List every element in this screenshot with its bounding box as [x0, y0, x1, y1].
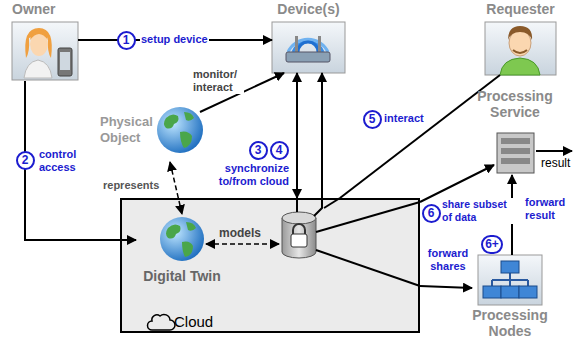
edge-label: represents — [102, 179, 160, 192]
callout-number: 1 — [117, 31, 136, 50]
cloud-internal-wire — [297, 198, 420, 286]
edge-label: forward shares — [422, 247, 474, 273]
edge-label: forward result — [524, 196, 578, 222]
edge-label: synchronize to/from cloud — [206, 162, 290, 188]
node-label: Cloud — [174, 314, 213, 330]
requester-icon — [485, 22, 556, 75]
globe-physical — [157, 107, 203, 153]
models-link — [206, 243, 279, 245]
node-label: Physical Object — [100, 114, 158, 146]
cloud-region: Cloud Digital Twin — [120, 198, 420, 333]
connector — [321, 73, 323, 198]
globe-digital — [160, 217, 204, 261]
callout-number: 6 — [422, 204, 441, 223]
physical-object: Physical Object — [100, 100, 204, 162]
encrypted-store — [282, 212, 316, 258]
result-arrow — [536, 150, 572, 152]
callout-number: 4 — [270, 141, 289, 160]
models-label: models — [219, 226, 261, 240]
connector — [340, 75, 500, 198]
owner-icon — [12, 22, 78, 80]
edge-label: share subset of data — [441, 198, 513, 224]
callout-number: 2 — [16, 151, 35, 170]
requester-box: Requester — [485, 1, 556, 75]
edge-label: monitor/ interact — [192, 68, 244, 94]
connector — [420, 286, 472, 288]
connector — [170, 162, 182, 214]
node-label: Owner — [12, 1, 56, 17]
node-label: Processing Nodes — [472, 307, 548, 339]
cloud-icon — [148, 314, 176, 330]
edge-label: interact — [383, 112, 425, 125]
callout-number: 5 — [363, 110, 382, 129]
edge-label: setup device — [140, 33, 209, 46]
server-icon — [497, 133, 534, 173]
owner-box: Owner — [12, 1, 78, 81]
device-icon — [272, 22, 345, 73]
processing-nodes: Processing Nodes — [472, 255, 548, 343]
cloud-fill — [120, 198, 420, 333]
edge-label: control access — [38, 148, 96, 174]
connector — [296, 73, 298, 198]
device-box: Device(s) — [272, 1, 345, 73]
digital-twin: Digital Twin — [136, 214, 228, 288]
connector — [420, 165, 494, 202]
callout-number: 6+ — [481, 235, 503, 254]
node-label: Processing Service — [475, 88, 555, 120]
result-label: result — [541, 156, 570, 170]
callout-number: 3 — [249, 141, 268, 160]
network-icon — [478, 255, 542, 305]
node-label: Device(s) — [272, 1, 345, 17]
node-label: Requester — [485, 1, 556, 17]
node-label: Digital Twin — [136, 268, 228, 284]
